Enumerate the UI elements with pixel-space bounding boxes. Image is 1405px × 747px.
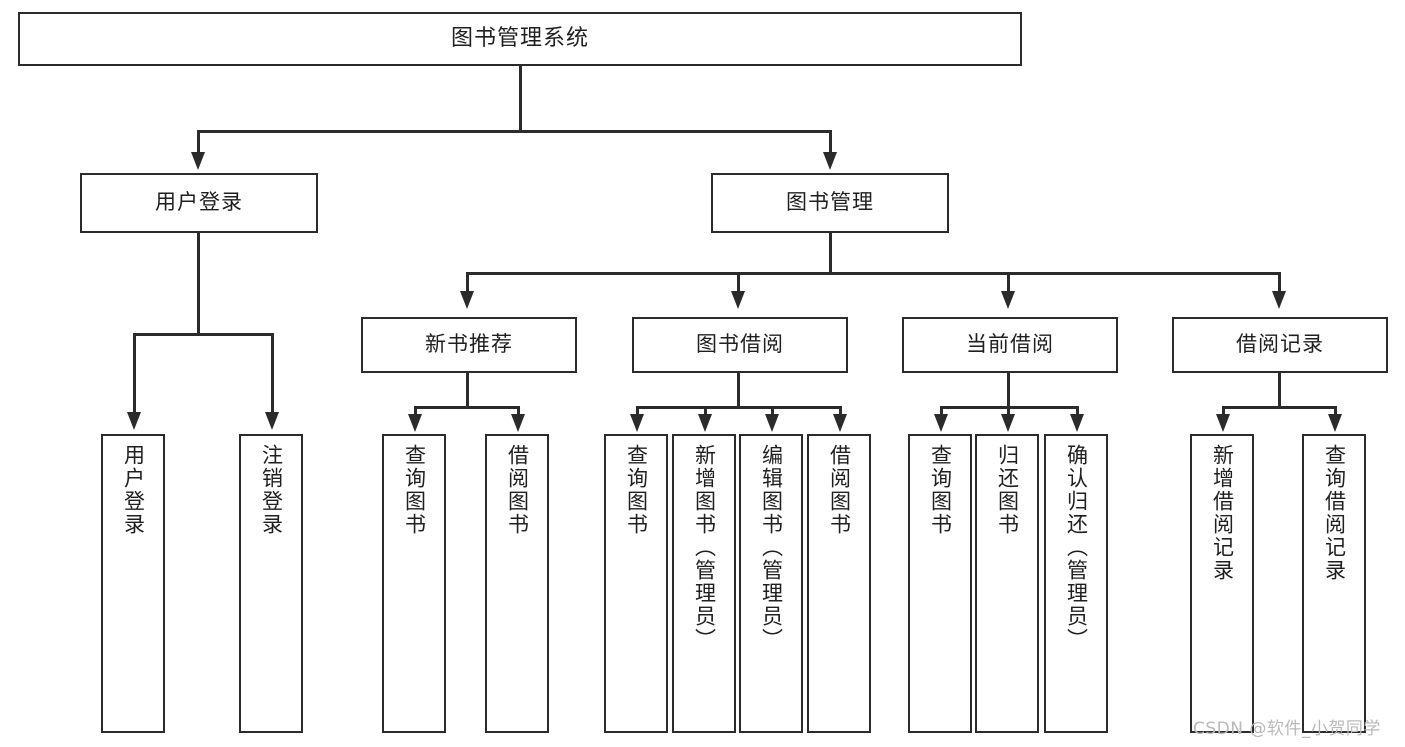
arrowhead-new-book-recommend (460, 291, 474, 309)
connector-bb-drop-1 (636, 406, 639, 418)
connector-br-stem (1278, 373, 1281, 408)
connector-bm-drop-2 (737, 272, 740, 294)
node-label: 查询借阅记录 (1322, 444, 1347, 582)
node-leaf-edit-book[interactable]: 编辑图书（管理员） (739, 434, 803, 733)
connector-br-drop-2 (1334, 406, 1337, 418)
node-leaf-user-login[interactable]: 用户登录 (101, 434, 165, 733)
node-leaf-add-record[interactable]: 新增借阅记录 (1190, 434, 1254, 733)
node-leaf-query-book-3[interactable]: 查询图书 (908, 434, 972, 733)
connector-bb-drop-4 (839, 406, 842, 418)
node-book-borrow[interactable]: 图书借阅 (632, 317, 848, 373)
node-leaf-borrow-book-2[interactable]: 借阅图书 (807, 434, 871, 733)
node-current-borrow[interactable]: 当前借阅 (902, 317, 1118, 373)
arrowhead-leaf-edit-book (765, 414, 779, 432)
node-label: 用户登录 (121, 444, 146, 536)
node-leaf-query-record[interactable]: 查询借阅记录 (1302, 434, 1366, 733)
arrowhead-book-borrow (731, 291, 745, 309)
node-label: 借阅图书 (827, 444, 852, 536)
node-label: 查询图书 (624, 444, 649, 536)
node-label: 用户登录 (155, 190, 243, 215)
node-label: 新书推荐 (425, 332, 513, 357)
node-book-management[interactable]: 图书管理 (711, 173, 949, 233)
node-leaf-user-logout[interactable]: 注销登录 (239, 434, 303, 733)
connector-br-bus (1223, 406, 1336, 409)
arrowhead-leaf-add-record (1216, 414, 1230, 432)
connector-cb-drop-1 (940, 406, 943, 418)
connector-bb-stem (737, 373, 740, 408)
connector-cb-stem (1007, 373, 1010, 408)
arrowhead-leaf-query-record (1328, 414, 1342, 432)
node-leaf-query-book-2[interactable]: 查询图书 (604, 434, 668, 733)
node-label: 借阅记录 (1236, 332, 1324, 357)
arrowhead-leaf-user-login (127, 412, 141, 430)
arrowhead-leaf-confirm-return (1070, 414, 1084, 432)
connector-root-bus (198, 130, 832, 133)
connector-bb-drop-2 (704, 406, 707, 418)
connector-root-to-book-management (829, 130, 832, 155)
connector-bb-bus (637, 406, 841, 409)
node-user-login[interactable]: 用户登录 (80, 173, 318, 233)
arrowhead-leaf-query-book-1 (408, 414, 422, 432)
arrowhead-book-management (823, 152, 837, 170)
node-label: 图书借阅 (696, 332, 784, 357)
node-label: 确认归还（管理员） (1064, 444, 1089, 651)
node-leaf-return-book[interactable]: 归还图书 (975, 434, 1039, 733)
arrowhead-leaf-return-book (1001, 414, 1015, 432)
connector-cb-bus (941, 406, 1078, 409)
watermark-text: CSDN @软件_小贺同学 (1193, 719, 1381, 739)
connector-br-drop-1 (1222, 406, 1225, 418)
node-label: 当前借阅 (966, 332, 1054, 357)
connector-user-login-drop-2 (271, 333, 274, 415)
node-label: 借阅图书 (505, 444, 530, 536)
node-label: 新增借阅记录 (1210, 444, 1235, 582)
node-leaf-add-book[interactable]: 新增图书（管理员） (672, 434, 736, 733)
connector-book-management-bus (467, 272, 1281, 275)
connector-bm-drop-3 (1007, 272, 1010, 294)
connector-nbr-stem (466, 373, 469, 408)
connector-bm-drop-4 (1278, 272, 1281, 294)
connector-user-login-stem (197, 233, 200, 335)
connector-user-login-drop-1 (133, 333, 136, 415)
arrowhead-borrow-record (1272, 291, 1286, 309)
node-label: 图书管理 (786, 190, 874, 215)
node-label: 归还图书 (995, 444, 1020, 536)
node-leaf-borrow-book-1[interactable]: 借阅图书 (485, 434, 549, 733)
arrowhead-leaf-borrow-book-1 (511, 414, 525, 432)
connector-nbr-drop-2 (517, 406, 520, 418)
connector-nbr-bus (415, 406, 519, 409)
connector-book-management-stem (829, 233, 832, 274)
arrowhead-leaf-query-book-2 (630, 414, 644, 432)
node-label: 查询图书 (402, 444, 427, 536)
connector-bb-drop-3 (771, 406, 774, 418)
connector-cb-drop-3 (1076, 406, 1079, 418)
connector-cb-drop-2 (1007, 406, 1010, 418)
arrowhead-leaf-add-book (698, 414, 712, 432)
node-root-system[interactable]: 图书管理系统 (18, 12, 1022, 66)
node-leaf-confirm-return[interactable]: 确认归还（管理员） (1044, 434, 1108, 733)
arrowhead-current-borrow (1001, 291, 1015, 309)
node-label: 查询图书 (928, 444, 953, 536)
arrowhead-leaf-user-logout (265, 412, 279, 430)
node-label: 编辑图书（管理员） (759, 444, 784, 651)
node-label: 新增图书（管理员） (692, 444, 717, 651)
connector-user-login-bus (134, 333, 274, 336)
connector-root-to-user-login (197, 130, 200, 155)
node-label: 图书管理系统 (450, 25, 589, 51)
connector-bm-drop-1 (466, 272, 469, 294)
arrowhead-user-login (191, 152, 205, 170)
connector-nbr-drop-1 (414, 406, 417, 418)
node-label: 注销登录 (259, 444, 284, 536)
node-leaf-query-book-1[interactable]: 查询图书 (382, 434, 446, 733)
node-borrow-record[interactable]: 借阅记录 (1172, 317, 1388, 373)
node-new-book-recommend[interactable]: 新书推荐 (361, 317, 577, 373)
arrowhead-leaf-borrow-book-2 (833, 414, 847, 432)
connector-root-stem (519, 66, 522, 132)
arrowhead-leaf-query-book-3 (934, 414, 948, 432)
